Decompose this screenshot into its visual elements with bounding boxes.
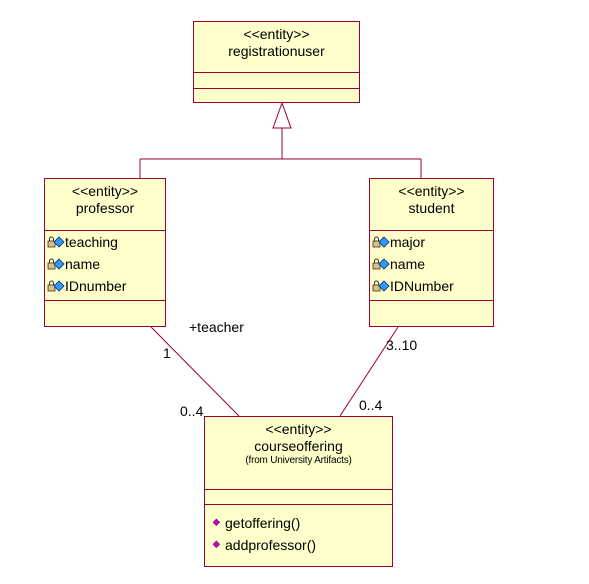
attribute-name: major [390,234,426,250]
attribute-name: name [390,256,426,272]
attribute-row[interactable]: name [47,253,163,275]
class-name: courseoffering [254,438,343,454]
class-header: <<entity>> courseoffering (from Universi… [205,417,392,467]
operation-compartment-divider [205,504,392,505]
generalization-arrowhead [272,101,292,129]
stereotype-label: <<entity>> [265,421,332,437]
private-attribute-icon [372,236,390,248]
private-attribute-icon [47,236,65,248]
multiplicity-professor-end: 1 [163,345,171,361]
operation-name: getoffering() [225,515,301,531]
association-professor-courseoffering [150,326,240,417]
multiplicity-student-end: 3..10 [386,337,418,353]
operation-compartment-divider [45,300,165,301]
stereotype-label: <<entity>> [398,183,465,199]
multiplicity-course-end-student-assoc: 0..4 [359,397,383,413]
attribute-row[interactable]: IDnumber [47,275,163,297]
attribute-row[interactable]: teaching [47,231,163,253]
class-header: <<entity>> professor [45,179,165,217]
attribute-row[interactable]: name [372,253,491,275]
package-origin-label: (from University Artifacts) [245,455,352,466]
class-professor[interactable]: <<entity>> professor teaching name [44,178,166,327]
stereotype-label: <<entity>> [243,26,310,42]
public-operation-icon [213,518,221,527]
class-header: <<entity>> student [370,179,493,217]
attribute-row[interactable]: major [372,231,491,253]
class-name: student [408,200,455,216]
stereotype-label: <<entity>> [71,183,139,199]
class-name: professor [75,200,135,216]
class-name: registrationuser [228,43,325,59]
multiplicity-course-end-professor-assoc: 0..4 [180,403,204,419]
operation-list: getoffering() addprofessor() [213,512,390,556]
attribute-compartment-divider [194,72,359,73]
attribute-name: IDnumber [65,278,127,294]
private-attribute-icon [47,280,65,292]
association-student-courseoffering [339,326,399,417]
role-label-teacher: +teacher [189,319,244,335]
attribute-name: IDNumber [390,278,454,294]
class-student[interactable]: <<entity>> student major name [369,178,494,327]
attribute-compartment-divider [370,230,493,231]
attribute-compartment-divider [205,489,392,490]
attribute-list: major name IDNumber [372,231,491,297]
public-operation-icon [213,540,221,549]
class-registrationuser[interactable]: <<entity>> registrationuser [193,21,360,103]
operation-row[interactable]: addprofessor() [213,534,390,556]
attribute-name: teaching [65,234,118,250]
operation-name: addprofessor() [225,537,317,553]
attribute-row[interactable]: IDNumber [372,275,491,297]
private-attribute-icon [47,258,65,270]
operation-compartment-divider [370,300,493,301]
class-courseoffering[interactable]: <<entity>> courseoffering (from Universi… [204,416,393,567]
class-header: <<entity>> registrationuser [194,22,359,60]
attribute-compartment-divider [45,230,165,231]
operation-row[interactable]: getoffering() [213,512,390,534]
attribute-name: name [65,256,101,272]
private-attribute-icon [372,258,390,270]
private-attribute-icon [372,280,390,292]
operation-compartment-divider [194,88,359,89]
attribute-list: teaching name IDnumber [47,231,163,297]
